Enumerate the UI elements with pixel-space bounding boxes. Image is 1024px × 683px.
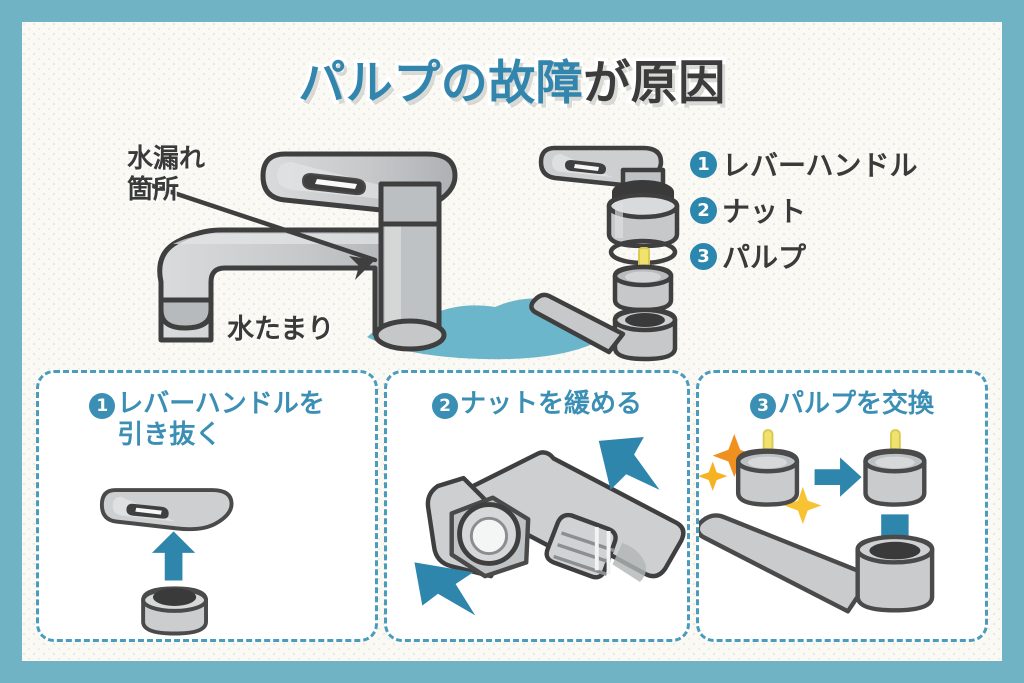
page-title-highlight: パルプの故障 xyxy=(295,54,587,113)
legend-badge-3: 3 xyxy=(690,242,717,270)
hero-illustration: 水漏れ 箇所 水たまり 1 レバーハンドル 2 ナット 3 パルプ xyxy=(22,122,1002,362)
lever-handle xyxy=(260,151,458,227)
step1-lever-handle xyxy=(99,488,234,532)
legend-item-valve: 3 パルプ xyxy=(690,236,990,276)
step3-sparkle-icons xyxy=(699,434,822,525)
exploded-nut xyxy=(606,192,680,249)
step-panel-2[interactable]: 2 ナットを緩める xyxy=(384,370,690,642)
step-title-3: パルプを交換 xyxy=(777,389,934,419)
step-2-heading: 2 ナットを緩める xyxy=(387,389,687,420)
legend-label-3: パルプ xyxy=(722,241,807,274)
step-1-heading: 1 レバーハンドルを 引き抜く xyxy=(39,389,375,451)
faucet-body xyxy=(373,217,447,352)
legend-label-1: レバーハンドル xyxy=(722,149,918,182)
faucet-illustration xyxy=(144,151,599,360)
exploded-assembly-illustration xyxy=(529,145,680,362)
legend-item-nut: 2 ナット xyxy=(690,190,990,230)
step2-rotate-down-arrow-icon xyxy=(414,562,476,616)
page-title-rest: が原因 xyxy=(580,54,729,113)
step-panel-1[interactable]: 1 レバーハンドルを 引き抜く xyxy=(36,370,378,642)
legend-badge-2: 2 xyxy=(690,196,717,224)
step2-rotate-up-arrow-icon xyxy=(598,436,660,490)
step-1-illustration xyxy=(99,488,234,636)
step-badge-1: 1 xyxy=(89,393,116,419)
step-2-illustration xyxy=(414,436,686,616)
step-badge-2: 2 xyxy=(431,393,458,419)
step3-right-arrow-icon xyxy=(814,457,862,497)
leak-location-label: 水漏れ 箇所 xyxy=(127,144,206,205)
step3-faucet-body xyxy=(699,513,935,614)
step3-replacement-valve xyxy=(863,429,927,507)
exploded-body-socket xyxy=(529,292,678,362)
steps-panel-group: 1 レバーハンドルを 引き抜く xyxy=(22,370,1002,660)
step-badge-3: 3 xyxy=(749,393,776,419)
step-3-heading: 3 パルプを交換 xyxy=(699,389,985,420)
puddle-label: 水たまり xyxy=(227,314,335,345)
exploded-valve xyxy=(612,247,674,313)
paper-background: パルプの故障が原因 xyxy=(22,22,1002,661)
step1-nut xyxy=(141,586,208,636)
parts-legend: 1 レバーハンドル 2 ナット 3 パルプ xyxy=(690,144,990,282)
legend-badge-1: 1 xyxy=(690,150,717,178)
step-3-illustration xyxy=(699,429,935,614)
page-title: パルプの故障が原因 xyxy=(22,54,1002,113)
step3-new-valve xyxy=(735,429,800,507)
legend-item-lever-handle: 1 レバーハンドル xyxy=(690,144,990,184)
step1-up-arrow-icon xyxy=(151,531,196,581)
leak-arrow-icon xyxy=(144,181,378,280)
step-title-2: ナットを緩める xyxy=(459,389,642,419)
step-panel-3[interactable]: 3 パルプを交換 xyxy=(696,370,988,642)
legend-label-2: ナット xyxy=(722,195,807,228)
step-title-1: レバーハンドルを 引き抜く xyxy=(117,389,325,451)
step2-adjustable-wrench xyxy=(425,450,686,583)
